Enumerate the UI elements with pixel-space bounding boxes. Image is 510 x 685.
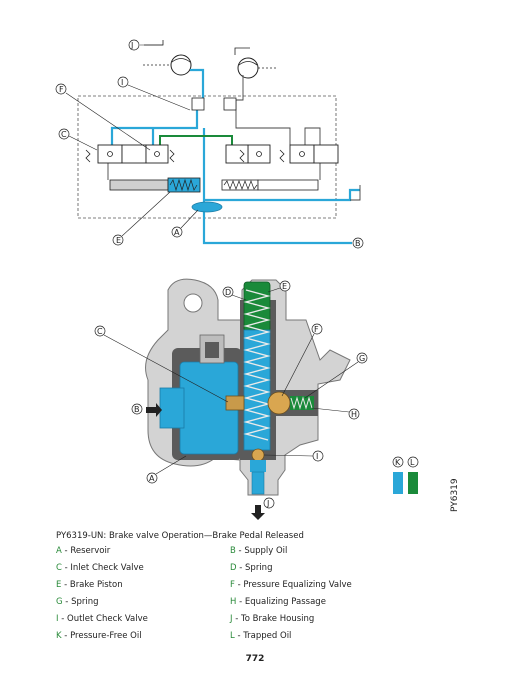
callout-d: D (225, 288, 231, 297)
legend-item-j: J - To Brake Housing (230, 614, 315, 624)
legend-item-e: E - Brake Piston (56, 580, 123, 590)
callout-f-top: F (59, 85, 64, 94)
callout-b-top: B (355, 239, 361, 248)
legend-item-h: H - Equalizing Passage (230, 597, 326, 607)
inlet-check-valve-right (279, 144, 339, 164)
hydraulic-schematic: J I F C E A B (55, 39, 364, 249)
callout-g: G (359, 354, 365, 363)
figure-reference: PY6319 (450, 478, 460, 512)
callout-e-top: E (116, 236, 121, 245)
legend-item-i: I - Outlet Check Valve (56, 614, 148, 624)
pressure-free-oil-swatch (393, 472, 403, 494)
legend-item-d: D - Spring (230, 563, 273, 573)
schematic-callouts: J I F C E A B (55, 39, 364, 249)
callout-j: J (266, 499, 269, 508)
legend-item-f: F - Pressure Equalizing Valve (230, 580, 352, 590)
callout-f: F (314, 325, 319, 334)
reservoir-symbol (191, 201, 223, 213)
legend-item-c: C - Inlet Check Valve (56, 563, 144, 573)
legend-item-b: B - Supply Oil (230, 546, 288, 556)
supply-oil-arrow (146, 403, 162, 417)
oil-color-key: K L (392, 456, 419, 494)
key-l-letter: L (410, 458, 415, 467)
spring-g (290, 396, 313, 410)
brake-cylinder-left (170, 54, 192, 76)
equalizing-valve-left (145, 144, 175, 164)
callout-i-top: I (121, 78, 123, 87)
callout-a: A (149, 474, 155, 483)
brake-valve-cutaway: D E C F G H B A I J (94, 278, 460, 520)
legend-item-l: L - Trapped Oil (230, 631, 292, 641)
brake-valve-illustration: J I F C E A B (55, 39, 460, 520)
callout-c-top: C (61, 130, 67, 139)
callout-c: C (97, 327, 103, 336)
callout-i: I (316, 452, 318, 461)
figure-caption: PY6319-UN: Brake valve Operation—Brake P… (56, 531, 304, 541)
cutaway-callouts: D E C F G H B A I J (94, 280, 368, 509)
legend-item-a: A - Reservoir (56, 546, 111, 556)
equalizing-valve-right (225, 144, 271, 164)
page-number: 772 (245, 654, 265, 664)
callout-j-top: J (130, 41, 133, 50)
callout-e: E (282, 282, 287, 291)
upper-check-valve (191, 97, 205, 111)
to-brake-housing-arrow (251, 505, 265, 520)
spring-d (243, 289, 271, 441)
callout-h: H (351, 410, 357, 419)
brake-cylinder-right (237, 57, 259, 79)
legend-item-g: G - Spring (56, 597, 99, 607)
inlet-check-valve-left (85, 144, 147, 164)
equalizing-valve-ball (267, 391, 291, 415)
callout-b: B (134, 405, 140, 414)
key-k-letter: K (395, 458, 401, 467)
brake-piston-right (221, 179, 319, 191)
brake-piston-left (109, 177, 201, 193)
trapped-oil-swatch (408, 472, 418, 494)
legend-item-k: K - Pressure-Free Oil (56, 631, 142, 641)
callout-a-top: A (174, 228, 180, 237)
